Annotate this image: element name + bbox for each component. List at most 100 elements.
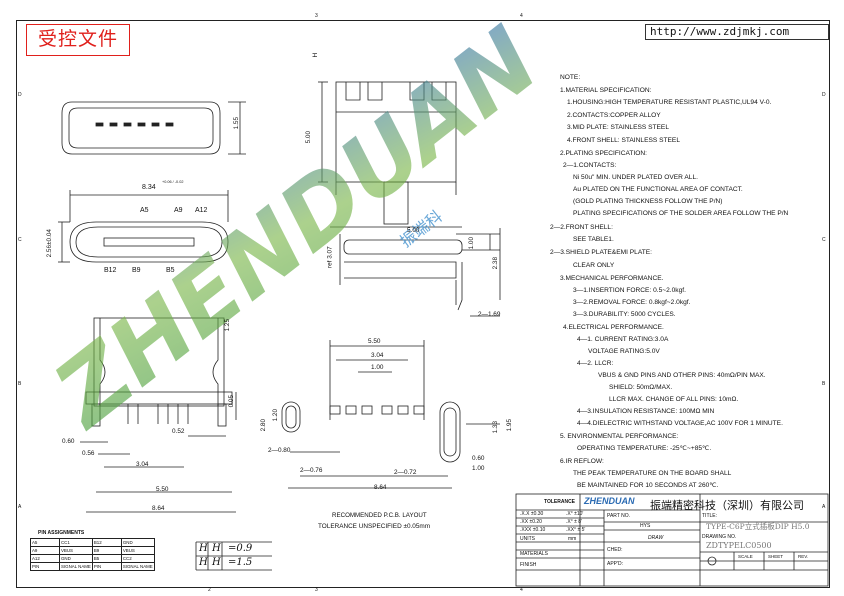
dim-1-20: 1.20: [272, 408, 280, 422]
note-line: Ni 50u" MIN. UNDER PLATED OVER ALL.: [573, 174, 698, 181]
note-line: 3—2.REMOVAL FORCE: 0.8kgf~2.0kgf.: [573, 299, 691, 306]
dim-8-34: 8.34: [142, 184, 156, 191]
note-line: 4.ELECTRICAL PERFORMANCE.: [563, 324, 664, 331]
note-line: PLATING SPECIFICATIONS OF THE SOLDER ARE…: [573, 210, 789, 217]
drawing-number: ZDTYPELC0500: [706, 541, 772, 550]
title-label: TITLE:: [702, 513, 718, 519]
zone-mark-bottom-4: 4: [520, 587, 523, 593]
dim-2-38: 2.38: [492, 256, 500, 270]
note-line: 1.HOUSING:HIGH TEMPERATURE RESISTANT PLA…: [567, 99, 772, 106]
h-table-cell: H: [199, 557, 208, 568]
drawing-frame: [16, 20, 830, 588]
note-line: LLCR MAX. CHANGE OF ALL PINS: 10mΩ.: [609, 396, 739, 403]
controlled-document-stamp: 受控文件: [26, 24, 130, 56]
note-line: SEE TABLE1.: [573, 236, 614, 243]
zone-mark-left-B: B: [18, 381, 22, 387]
note-line: 2.PLATING SPECIFICATION:: [560, 150, 647, 157]
dim-0-56: 0.56: [82, 450, 95, 457]
dim-1-95: 1.95: [506, 418, 514, 432]
note-line: 4.FRONT SHELL: STAINLESS STEEL: [567, 137, 680, 144]
pin-label-b12: B12: [104, 267, 117, 274]
zone-mark-left-D: D: [18, 92, 22, 98]
scale-label: SCALE: [738, 554, 753, 559]
dim-0-60-pcb: 0.60: [472, 455, 485, 462]
dim-3-04: 3.04: [136, 461, 149, 468]
pin-assignment-table: A5 CC1 B12 GND A9 VBUS B9 VBUS A12 GND B…: [30, 538, 155, 571]
zone-mark-right-C: C: [822, 237, 826, 243]
note-line: NOTE:: [560, 74, 581, 81]
website-url-box[interactable]: http://www.zdjmkj.com: [645, 24, 829, 40]
note-line: 3.MECHANICAL PERFORMANCE.: [560, 275, 664, 282]
dim-h: H: [312, 52, 320, 58]
note-line: 4—1. CURRENT RATING:3.0A: [577, 336, 669, 343]
note-line: (GOLD PLATING THICKNESS FOLLOW THE P/N): [573, 198, 723, 205]
table-cell: VBUS: [59, 546, 93, 555]
dim-8-64-pcb: 8.64: [374, 484, 387, 491]
title-block-frame: [515, 493, 829, 587]
zone-mark-left-C: C: [18, 237, 22, 243]
h-table-cell: H: [199, 543, 208, 554]
note-line: OPERATING TEMPERATURE: -25℃~+85℃.: [577, 445, 712, 452]
note-line: 2—2.FRONT SHELL:: [550, 224, 613, 231]
zone-mark-right-A: A: [822, 504, 826, 510]
note-line: 3.MID PLATE: STAINLESS STEEL: [567, 124, 669, 131]
pin-label-a9: A9: [174, 207, 183, 214]
table-cell: A12: [30, 554, 60, 563]
dim-1-00: 1.00: [468, 236, 476, 250]
h-table-cell: H: [212, 557, 221, 568]
zhenduan-watermark: ZHENDUAN: [33, 7, 557, 449]
dim-0-60: 0.60: [62, 438, 75, 445]
tol-cell: .XX ±0.20: [520, 519, 542, 525]
draw-label: DRAW: [648, 535, 664, 541]
watermark-text: ZHENDUAN: [33, 7, 557, 449]
dim-0-52: 0.52: [172, 428, 185, 435]
pin-label-b9: B9: [132, 267, 141, 274]
pcb-tolerance-note: TOLERANCE UNSPECIFIED ±0.05mm: [318, 523, 431, 530]
dim-1-00-pcb: 1.00: [371, 364, 384, 371]
rev-label: REV.: [798, 554, 809, 559]
approved-label: APP'D:: [607, 561, 623, 567]
zone-mark-top-3: 3: [315, 13, 318, 19]
finish-label: FINISH: [520, 562, 537, 568]
note-line: VOLTAGE RATING:5.0V: [588, 348, 660, 355]
table-cell: A5: [30, 538, 60, 547]
note-line: 4—3.INSULATION RESISTANCE: 100MΩ MIN: [577, 408, 715, 415]
note-line: 3—1.INSERTION FORCE: 0.5~2.0kgf.: [573, 287, 686, 294]
note-line: SHIELD: 50mΩ/MAX.: [609, 384, 673, 391]
connector-front-lower-view: [93, 317, 225, 407]
table-row: PIN SIGNAL NAME PIN SIGNAL NAME: [30, 562, 155, 571]
zone-mark-bottom-2: 2: [208, 587, 211, 593]
dim-2-56: 2.56±0.04: [45, 229, 53, 258]
table-cell: B5: [91, 554, 122, 563]
dim-5-50-top: 5.50: [368, 338, 381, 345]
tol-cell: .X° ± 8': [566, 519, 582, 525]
table-cell: CC1: [59, 538, 93, 547]
pcb-layout-title: RECOMMENDED P.C.B. LAYOUT: [332, 512, 427, 519]
checked-label: CHED:: [607, 547, 623, 553]
note-line: 2.CONTACTS:COPPER ALLOY: [567, 112, 661, 119]
dim-2-0-80: 2—0.80: [268, 447, 291, 454]
dim-1-55: 1.55: [233, 116, 241, 130]
dim-5-00-vertical: 5.00: [305, 130, 313, 144]
dim-2-1-69: 2—1.69: [478, 311, 501, 318]
pcb-slot-right: [439, 401, 461, 463]
zone-mark-top-4: 4: [520, 13, 523, 19]
table-row: A9 VBUS B9 VBUS: [30, 546, 155, 555]
drawing-no-label: DRAWING NO.: [702, 534, 737, 540]
dim-3-04-top: 3.04: [371, 352, 384, 359]
tol-cell: .X.X ±0.30: [520, 511, 544, 517]
dim-1-25: 1.25: [224, 318, 232, 332]
table-cell: PIN: [91, 562, 122, 571]
table-cell: B12: [91, 538, 122, 547]
dim-2-0-76: 2—0.76: [300, 467, 323, 474]
company-logo: ZHENDUAN: [584, 496, 635, 506]
note-line: BE MAINTAINED FOR 10 SECONDS AT 260℃.: [577, 482, 719, 489]
table-cell: A9: [30, 546, 60, 555]
note-line: 6.IR REFLOW:: [560, 458, 604, 465]
note-line: 2—1.CONTACTS:: [563, 162, 617, 169]
units-label: UNITS: [520, 536, 535, 542]
units-value: mm: [568, 536, 577, 542]
table-cell: VBUS: [120, 546, 155, 555]
zone-mark-right-B: B: [822, 381, 826, 387]
zone-mark-left-A: A: [18, 504, 22, 510]
